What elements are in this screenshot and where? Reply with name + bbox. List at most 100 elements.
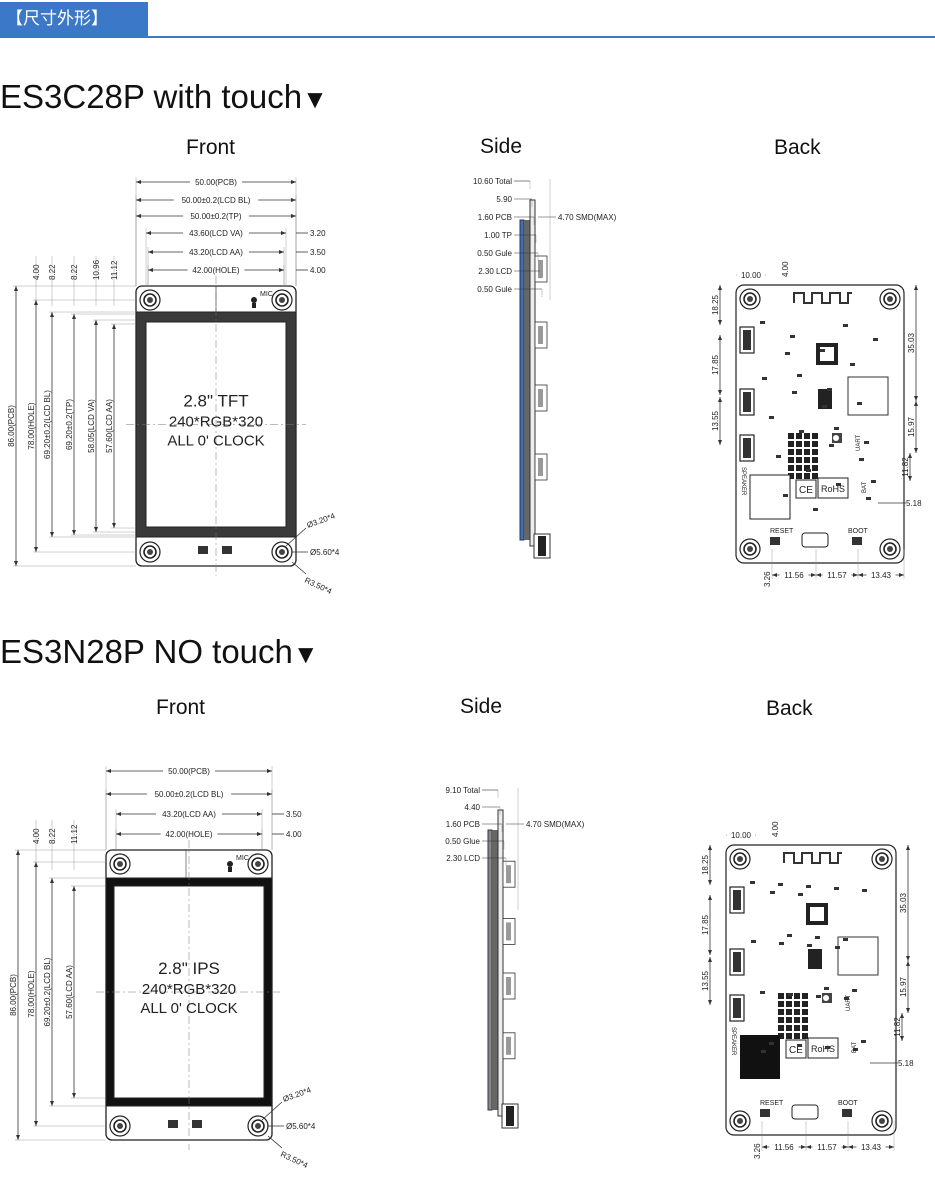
pin-header [812, 473, 818, 479]
dim-arrow [708, 845, 712, 885]
pin-header [778, 1001, 784, 1007]
mount-hole [139, 541, 161, 563]
smd-part [806, 469, 811, 472]
leader-line [291, 561, 307, 575]
smd-part [844, 997, 849, 1000]
mount-hole [279, 549, 285, 555]
mic-label: MIC [260, 291, 273, 298]
ce-logo: CE [789, 1045, 803, 1056]
smd-dim-label: 4.70 SMD(MAX) [526, 820, 585, 829]
dim-label: 43.20(LCD AA) [162, 810, 216, 819]
screen-resolution-label: 240*RGB*320 [169, 414, 263, 431]
pin-header [796, 465, 802, 471]
layer-lcd [524, 220, 530, 540]
pin-header [802, 1001, 808, 1007]
hole-dim-label: R3.50*4 [279, 1150, 310, 1171]
pin-header [786, 1017, 792, 1023]
dim-label: 8.22 [48, 264, 57, 280]
dim-label: 13.43 [871, 571, 892, 580]
dim-label: 3.26 [753, 1143, 762, 1159]
section-header: 【尺寸外形】 [0, 0, 935, 38]
sd-card-slot [837, 936, 879, 976]
pin-header [788, 473, 794, 479]
label-bg [779, 569, 809, 580]
dim-label: 17.85 [711, 354, 720, 375]
usb-c-port [791, 1104, 819, 1120]
dim-label: 11.82 [893, 1017, 902, 1037]
smd-part [760, 991, 765, 994]
mount-hole [739, 538, 761, 560]
pin-header [802, 1033, 808, 1039]
connector-pad [168, 1120, 178, 1128]
dim-label: 10.60 Total [473, 177, 512, 186]
screen-orientation-label: ALL 0' CLOCK [140, 1000, 237, 1017]
dim-label: 9.10 Total [445, 786, 480, 795]
smd-part [815, 936, 820, 939]
label-bg [822, 569, 852, 580]
sd-card-slot [847, 376, 889, 416]
pin-header [802, 993, 808, 999]
pin-header [786, 1025, 792, 1031]
dim-label: 8.22 [70, 264, 79, 280]
dim-label: 3.20 [310, 229, 326, 238]
hole-dim-label: Ø3.20*4 [282, 1085, 313, 1104]
pin-header [804, 449, 810, 455]
dim-label: 4.00 [32, 828, 41, 844]
side-component [538, 326, 543, 344]
dim-label: 43.20(LCD AA) [189, 248, 243, 257]
pin-header [812, 465, 818, 471]
mount-hole [117, 1123, 123, 1129]
dim-label: 50.00±0.2(LCD BL) [182, 196, 251, 205]
dim-label: 11.57 [817, 1143, 837, 1152]
mic-icon [228, 867, 232, 872]
pin-header [802, 1025, 808, 1031]
rohs-logo: RoHS [811, 1044, 835, 1054]
dim-label: 10.96 [92, 259, 101, 280]
section-title-text: ES3N28P NO touch [0, 633, 293, 670]
smd-part [769, 416, 774, 419]
dim-label: 50.00±0.2(TP) [190, 212, 241, 221]
dim-label: 10.00 [731, 831, 752, 840]
dim-label: 10.00 [741, 271, 762, 280]
dim-label: 4.00 [771, 821, 780, 837]
pin-header [778, 1009, 784, 1015]
label-bg [726, 829, 756, 840]
dim-arrow [718, 397, 722, 445]
dim-label: 42.00(HOLE) [165, 830, 212, 839]
mount-hole [247, 853, 269, 875]
mic-icon [227, 861, 233, 867]
smd-part [787, 934, 792, 937]
mount-hole [737, 856, 743, 862]
reset-button [760, 1109, 770, 1117]
mount-hole [879, 538, 901, 560]
label-bg [190, 176, 242, 187]
smd-part [843, 324, 848, 327]
bat-label: BAT [852, 1041, 858, 1053]
dim-label: 4.40 [464, 803, 480, 812]
dim-label: 78.00(HOLE) [27, 970, 36, 1017]
smd-part [850, 363, 855, 366]
pin-header [788, 457, 794, 463]
smd-part [750, 881, 755, 884]
side-component [506, 865, 511, 884]
smd-part [783, 494, 788, 497]
smd-part [761, 1050, 766, 1053]
mount-hole [871, 848, 893, 870]
dim-label: 43.60(LCD VA) [189, 229, 243, 238]
smd-part [853, 1048, 858, 1051]
pin-header [796, 473, 802, 479]
screen-type-label: 2.8" TFT [183, 392, 248, 411]
antenna-trace [783, 852, 842, 864]
side-component [538, 260, 543, 278]
smd-part [820, 349, 825, 352]
dim-arrow [762, 1145, 806, 1149]
pcb-back-outline [735, 284, 905, 564]
dim-label: 5.18 [906, 499, 922, 508]
mount-hole [109, 853, 131, 875]
rohs-logo [807, 1037, 839, 1059]
pin-header [802, 1017, 808, 1023]
